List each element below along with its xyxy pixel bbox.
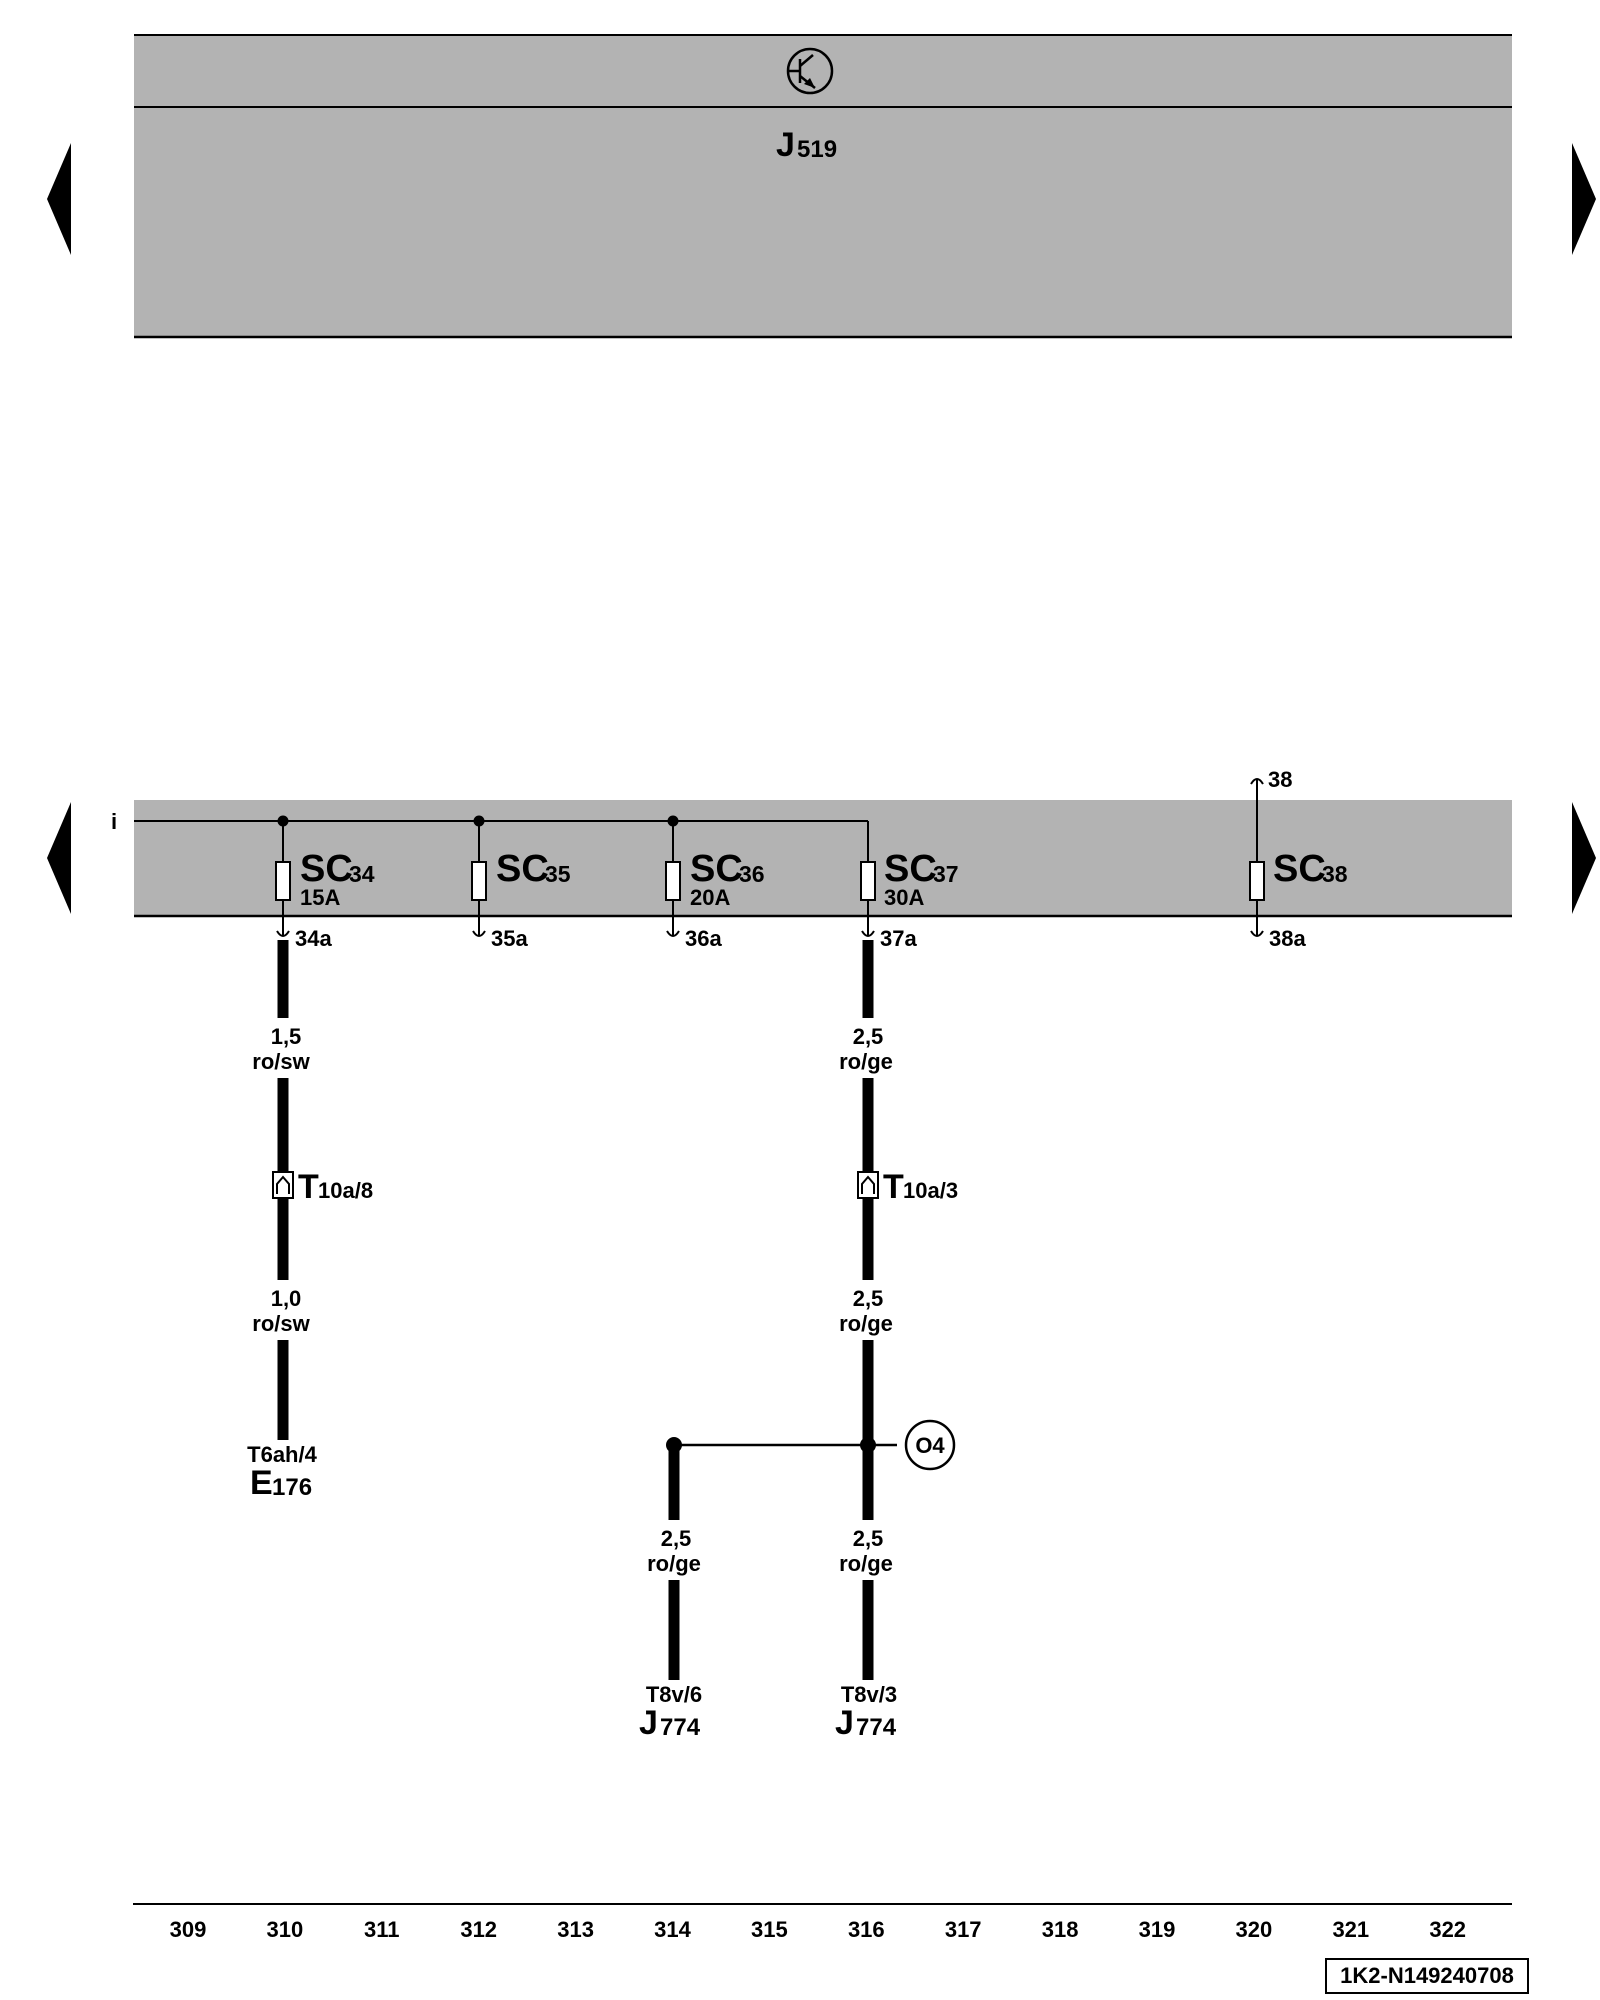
wire-size: 1,0 — [271, 1286, 302, 1311]
terminal-j774-a: T8v/6 J 774 — [639, 1682, 702, 1742]
wire-size: 2,5 — [853, 1286, 884, 1311]
control-unit-j519: J 519 — [134, 34, 1512, 339]
connector-t10a3: T 10a/3 — [857, 1168, 958, 1206]
track-number: 313 — [557, 1917, 594, 1942]
arrow-right-icon[interactable] — [1572, 143, 1596, 255]
track-number: 316 — [848, 1917, 885, 1942]
track-number: 319 — [1139, 1917, 1176, 1942]
splice-label: O4 — [915, 1433, 945, 1458]
fuse-output: 38a — [1269, 926, 1306, 951]
terminal-number: 774 — [856, 1714, 897, 1741]
terminal-pin: T8v/3 — [841, 1682, 897, 1707]
connector-pin: 10a/8 — [318, 1178, 373, 1203]
terminal-letter: J — [835, 1704, 854, 1742]
fuse-sc36: SC 36 20A 36a — [665, 821, 765, 951]
wire-size: 1,5 — [271, 1024, 302, 1049]
track-number: 309 — [170, 1917, 207, 1942]
terminal-pin: T6ah/4 — [247, 1442, 317, 1467]
wire-color: ro/ge — [839, 1311, 893, 1336]
bus-line: i — [111, 809, 869, 876]
fuse-name: SC — [496, 848, 549, 890]
fuse-output: 36a — [685, 926, 722, 951]
wire-size: 2,5 — [661, 1526, 692, 1551]
fuse-sc34: SC 34 15A 34a — [275, 821, 375, 951]
terminal-number: 774 — [660, 1714, 701, 1741]
track-number: 310 — [267, 1917, 304, 1942]
fuse-output: 35a — [491, 926, 528, 951]
fuse-sc35: SC 35 35a — [471, 821, 571, 951]
fuse-carrier — [134, 800, 1512, 918]
fuse-sc37: SC 37 30A 37a — [860, 848, 959, 951]
connector-pin: 10a/3 — [903, 1178, 958, 1203]
terminal-e176: T6ah/4 E 176 — [247, 1442, 317, 1502]
document-id: 1K2-N149240708 — [1325, 1958, 1529, 1994]
track-number: 314 — [654, 1917, 691, 1942]
track-number: 321 — [1332, 1917, 1369, 1942]
connector-letter: T — [883, 1168, 904, 1206]
terminal-letter: E — [250, 1464, 273, 1502]
track-number: 311 — [364, 1917, 400, 1942]
fuse-rating: 30A — [884, 885, 924, 910]
fuse-rating: 20A — [690, 885, 730, 910]
track-number: 322 — [1429, 1917, 1466, 1942]
track-numbers: 309 310 311 312 313 314 315 316 317 318 319 320 321 3… — [170, 1917, 1466, 1942]
track-number: 312 — [460, 1917, 497, 1942]
unit-letter: J — [776, 126, 795, 164]
track-number: 315 — [751, 1917, 788, 1942]
wire-color: ro/ge — [647, 1551, 701, 1576]
terminal-letter: J — [639, 1704, 658, 1742]
wire-314: 2,5 ro/ge T8v/6 J 774 — [639, 1445, 702, 1742]
fuse-output: 34a — [295, 926, 332, 951]
fuse-name: SC — [690, 848, 743, 890]
connector-letter: T — [298, 1168, 319, 1206]
arrow-left-icon[interactable] — [47, 802, 71, 914]
terminal-pin: T8v/6 — [646, 1682, 702, 1707]
splice-o4: O4 — [666, 1419, 956, 1471]
arrow-right-icon[interactable] — [1572, 802, 1596, 914]
terminal-j774-b: T8v/3 J 774 — [835, 1682, 897, 1742]
fuse-output: 37a — [880, 926, 917, 951]
document-id-text: 1K2-N149240708 — [1340, 1963, 1514, 1988]
fuse-id: 35 — [545, 861, 571, 887]
fuse-name: SC — [1273, 848, 1326, 890]
arrow-left-icon[interactable] — [47, 143, 71, 255]
fuse-name: SC — [300, 848, 353, 890]
wire-color: ro/sw — [252, 1049, 310, 1074]
wire-color: ro/sw — [252, 1311, 310, 1336]
transistor-icon — [786, 47, 834, 95]
wire-color: ro/ge — [839, 1551, 893, 1576]
track-number: 318 — [1042, 1917, 1079, 1942]
terminal-marks — [276, 930, 1264, 937]
track-number: 320 — [1236, 1917, 1273, 1942]
wire-color: ro/ge — [839, 1049, 893, 1074]
wire-310: 1,5 ro/sw T 10a/8 1,0 ro/sw T6ah/4 E 176 — [247, 940, 373, 1502]
fuse-input: 38 — [1268, 767, 1292, 792]
wire-size: 2,5 — [853, 1024, 884, 1049]
wire-316: 2,5 ro/ge T 10a/3 2,5 ro/ge 2,5 ro/ge T8… — [835, 940, 958, 1742]
unit-number: 519 — [797, 136, 837, 163]
fuse-id: 36 — [739, 861, 765, 887]
track-number: 317 — [945, 1917, 982, 1942]
wire-size: 2,5 — [853, 1526, 884, 1551]
fuse-rating: 15A — [300, 885, 340, 910]
bus-label: i — [111, 809, 117, 834]
fuse-id: 34 — [349, 861, 375, 887]
fuse-id: 38 — [1322, 861, 1348, 887]
fuse-sc38: 38 SC 38 38a — [1249, 767, 1348, 951]
terminal-number: 176 — [272, 1474, 312, 1501]
fuse-name: SC — [884, 848, 937, 890]
fuse-id: 37 — [933, 861, 959, 887]
